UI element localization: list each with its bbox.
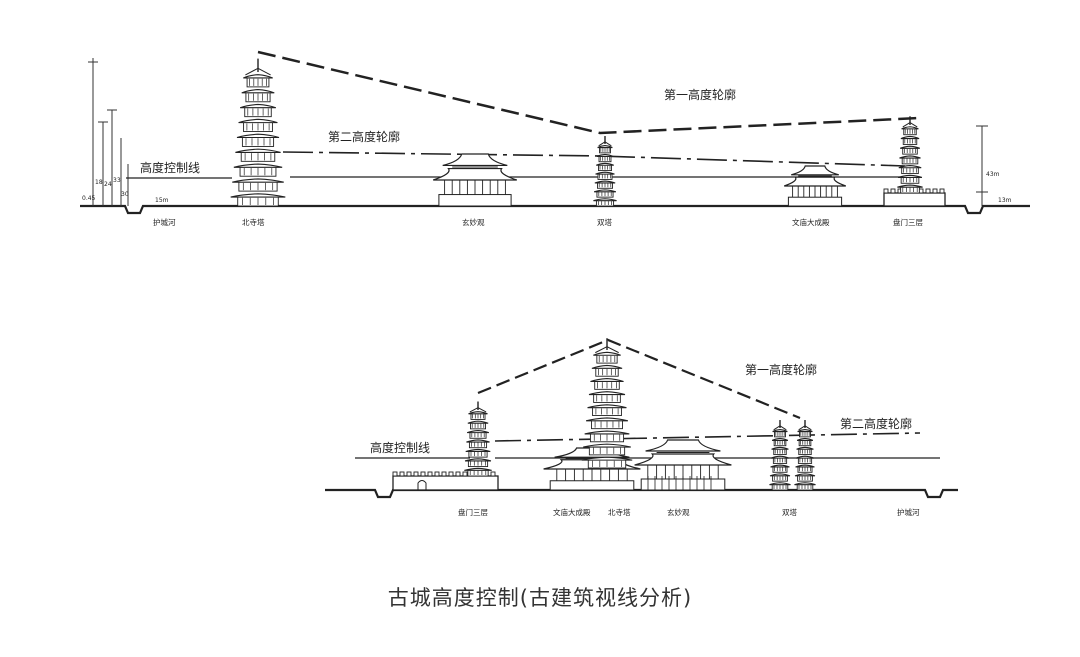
- wenmiao-hall-drawing: [784, 165, 846, 207]
- height-control-label: 高度控制线: [140, 160, 200, 175]
- building-label: 文庙大成殿: [553, 507, 591, 517]
- building-label: 盘门三层: [458, 507, 488, 517]
- xuanmiao-hall-drawing: [433, 153, 517, 207]
- right-dimension-lines: [976, 125, 988, 206]
- figure-caption: 古城高度控制(古建筑视线分析): [387, 586, 693, 610]
- second-contour-line: [494, 432, 921, 442]
- building-label: 文庙大成殿: [792, 217, 830, 227]
- left-dimension-lines: [88, 58, 129, 206]
- dim-label: 24: [104, 181, 112, 188]
- building-label: 盘门三层: [893, 217, 923, 227]
- building-label: 护城河: [153, 217, 176, 227]
- twin-pagoda-drawing: [593, 136, 617, 207]
- second-contour-label: 第二高度轮廓: [840, 416, 912, 431]
- xuanmiao-hall-drawing: [634, 439, 732, 491]
- first-contour-line: [477, 338, 801, 420]
- dim-label: 13m: [998, 197, 1012, 204]
- dim-label: 18: [95, 179, 103, 186]
- dim-label: 43m: [986, 171, 1000, 178]
- dim-label: 33: [113, 177, 121, 184]
- building-label: 北寺塔: [242, 217, 265, 227]
- building-label: 双塔: [782, 507, 797, 517]
- dim-label: 15m: [155, 197, 169, 204]
- beisi-pagoda-drawing: [581, 338, 633, 469]
- section-b: 高度控制线 第二高度轮廓 第一高度轮廓 盘门三层 文庙大成殿 北寺塔 玄妙观 双…: [325, 338, 958, 517]
- building-label: 护城河: [897, 507, 920, 517]
- building-label: 双塔: [597, 217, 612, 227]
- first-contour-label: 第一高度轮廓: [745, 362, 817, 377]
- first-contour-line: [257, 50, 921, 135]
- building-label: 玄妙观: [462, 217, 485, 227]
- building-label: 北寺塔: [608, 507, 631, 517]
- dim-label: 0.45: [82, 195, 96, 202]
- building-label: 玄妙观: [667, 507, 690, 517]
- section-a: 0.45 18 24 33 30 15m 43m 13m 高度控制线 第二高度轮…: [80, 50, 1030, 227]
- twin-pagoda-drawing: [769, 420, 816, 491]
- first-contour-label: 第一高度轮廓: [664, 87, 736, 102]
- beisi-pagoda-drawing: [230, 58, 286, 207]
- second-contour-label: 第二高度轮廓: [328, 129, 400, 144]
- dim-label: 30: [121, 191, 129, 198]
- panmen-gate-drawing: [392, 401, 499, 491]
- panmen-gate-drawing: [883, 116, 946, 207]
- height-control-label: 高度控制线: [370, 440, 430, 455]
- second-contour-line: [282, 151, 906, 167]
